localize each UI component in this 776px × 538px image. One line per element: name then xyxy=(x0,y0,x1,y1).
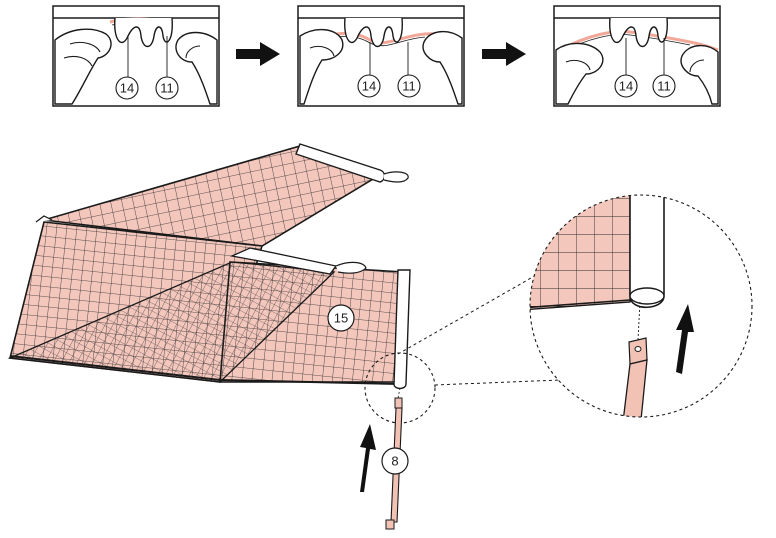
callout-8-text: 8 xyxy=(391,454,398,469)
callout-14-text: 14 xyxy=(120,81,134,96)
callout-14: 14 xyxy=(115,76,139,100)
callout-11-text: 11 xyxy=(160,81,174,96)
net-side-tube xyxy=(393,269,411,390)
zoom-detail xyxy=(529,194,753,418)
callout-11: 11 xyxy=(155,76,179,100)
callout-15: 15 xyxy=(327,304,355,332)
arrow-right-icon xyxy=(236,42,280,66)
step-panel-2: 14 11 xyxy=(297,5,465,107)
step-panel-3: 14 11 xyxy=(553,5,721,107)
callout-11: 11 xyxy=(397,74,421,98)
callout-14: 14 xyxy=(614,74,638,98)
callout-15-text: 15 xyxy=(334,311,348,326)
callout-14-text: 14 xyxy=(619,79,633,94)
callout-11: 11 xyxy=(652,74,676,98)
arrow-right-icon xyxy=(482,42,526,66)
step-panel-1: 14 11 xyxy=(52,5,220,107)
arrow-up-icon xyxy=(360,424,376,492)
callout-11-text: 11 xyxy=(657,79,671,94)
net-assembly: 15 8 xyxy=(7,143,436,530)
net-panel-overlap xyxy=(7,261,336,383)
callout-14: 14 xyxy=(357,74,381,98)
arrow-up-icon xyxy=(676,304,694,374)
callout-8: 8 xyxy=(381,447,409,475)
callout-14-text: 14 xyxy=(362,79,376,94)
callout-11-text: 11 xyxy=(402,79,416,94)
